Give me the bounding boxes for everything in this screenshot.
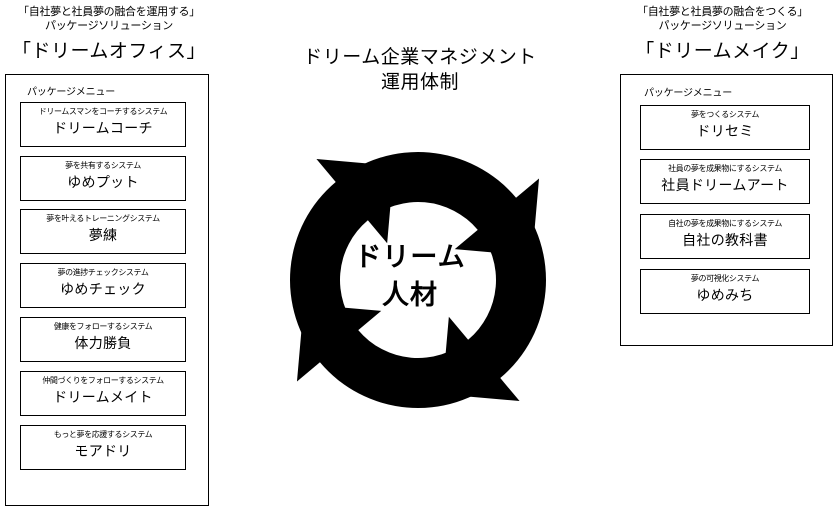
right-item-jisha-kyokasho[interactable]: 自社の夢を成果物にするシステム 自社の教科書 <box>640 214 810 259</box>
center-word-dream: ドリーム <box>354 242 466 273</box>
center-title-line-1: ドリーム企業マネジメント <box>303 46 537 68</box>
item-desc: ドリームスマンをコーチするシステム <box>38 107 168 116</box>
item-desc: 仲間づくりをフォローするシステム <box>42 376 164 385</box>
left-caption-1: 「自社夢と社員夢の融合を運用する」 <box>18 5 200 18</box>
item-name: モアドリ <box>74 444 132 460</box>
right-menu-title: パッケージメニュー <box>644 88 732 99</box>
item-desc: 夢の可視化システム <box>690 274 760 283</box>
item-name: ドリームメイト <box>53 390 153 406</box>
item-name: ドリームコーチ <box>53 121 153 137</box>
item-desc: 夢をつくるシステム <box>691 110 759 119</box>
item-desc: 健康をフォローするシステム <box>53 322 153 331</box>
left-item-yume-check[interactable]: 夢の進捗チェックシステム ゆめチェック <box>20 263 186 308</box>
item-name: 社員ドリームアート <box>661 178 789 194</box>
cycle-diagram <box>290 152 546 408</box>
item-desc: 自社の夢を成果物にするシステム <box>668 219 782 228</box>
center-word-jinzai: 人材 <box>382 280 438 311</box>
left-item-yumeren[interactable]: 夢を叶えるトレーニングシステム 夢練 <box>20 209 186 254</box>
cycle-arrow-left <box>296 304 501 408</box>
left-menu-title: パッケージメニュー <box>27 87 115 98</box>
item-desc: 夢の進捗チェックシステム <box>57 268 149 277</box>
left-caption-2: パッケージソリューション <box>45 19 173 32</box>
item-name: 自社の教科書 <box>682 233 768 249</box>
center-title-line-2: 運用体制 <box>380 71 459 93</box>
right-package-name: 「ドリームメイク」 <box>635 40 810 62</box>
right-caption-1: 「自社夢と社員夢の融合をつくる」 <box>637 5 808 18</box>
item-desc: もっと夢を応援するシステム <box>53 430 153 439</box>
right-item-yumemichi[interactable]: 夢の可視化システム ゆめみち <box>640 269 810 314</box>
item-desc: 夢を共有するシステム <box>65 161 141 170</box>
right-caption-2: パッケージソリューション <box>658 19 787 32</box>
item-name: ゆめチェック <box>60 282 146 298</box>
left-item-dream-mate[interactable]: 仲間づくりをフォローするシステム ドリームメイト <box>20 371 186 416</box>
right-item-dorisemi[interactable]: 夢をつくるシステム ドリセミ <box>640 105 810 150</box>
item-name: ゆめみち <box>696 288 754 304</box>
left-item-moadori[interactable]: もっと夢を応援するシステム モアドリ <box>20 425 186 470</box>
item-name: 夢練 <box>88 228 118 244</box>
item-name: ゆめプット <box>67 175 139 191</box>
item-desc: 社員の夢を成果物にするシステム <box>668 164 782 173</box>
left-package-name: 「ドリームオフィス」 <box>11 40 207 62</box>
right-item-shain-dream-art[interactable]: 社員の夢を成果物にするシステム 社員ドリームアート <box>640 159 810 204</box>
left-item-yumeput[interactable]: 夢を共有するシステム ゆめプット <box>20 156 186 201</box>
left-item-dream-coach[interactable]: ドリームスマンをコーチするシステム ドリームコーチ <box>20 102 186 147</box>
item-name: ドリセミ <box>696 124 754 140</box>
item-desc: 夢を叶えるトレーニングシステム <box>46 214 160 223</box>
left-item-tairyoku-shobu[interactable]: 健康をフォローするシステム 体力勝負 <box>20 317 186 362</box>
item-name: 体力勝負 <box>74 336 132 352</box>
